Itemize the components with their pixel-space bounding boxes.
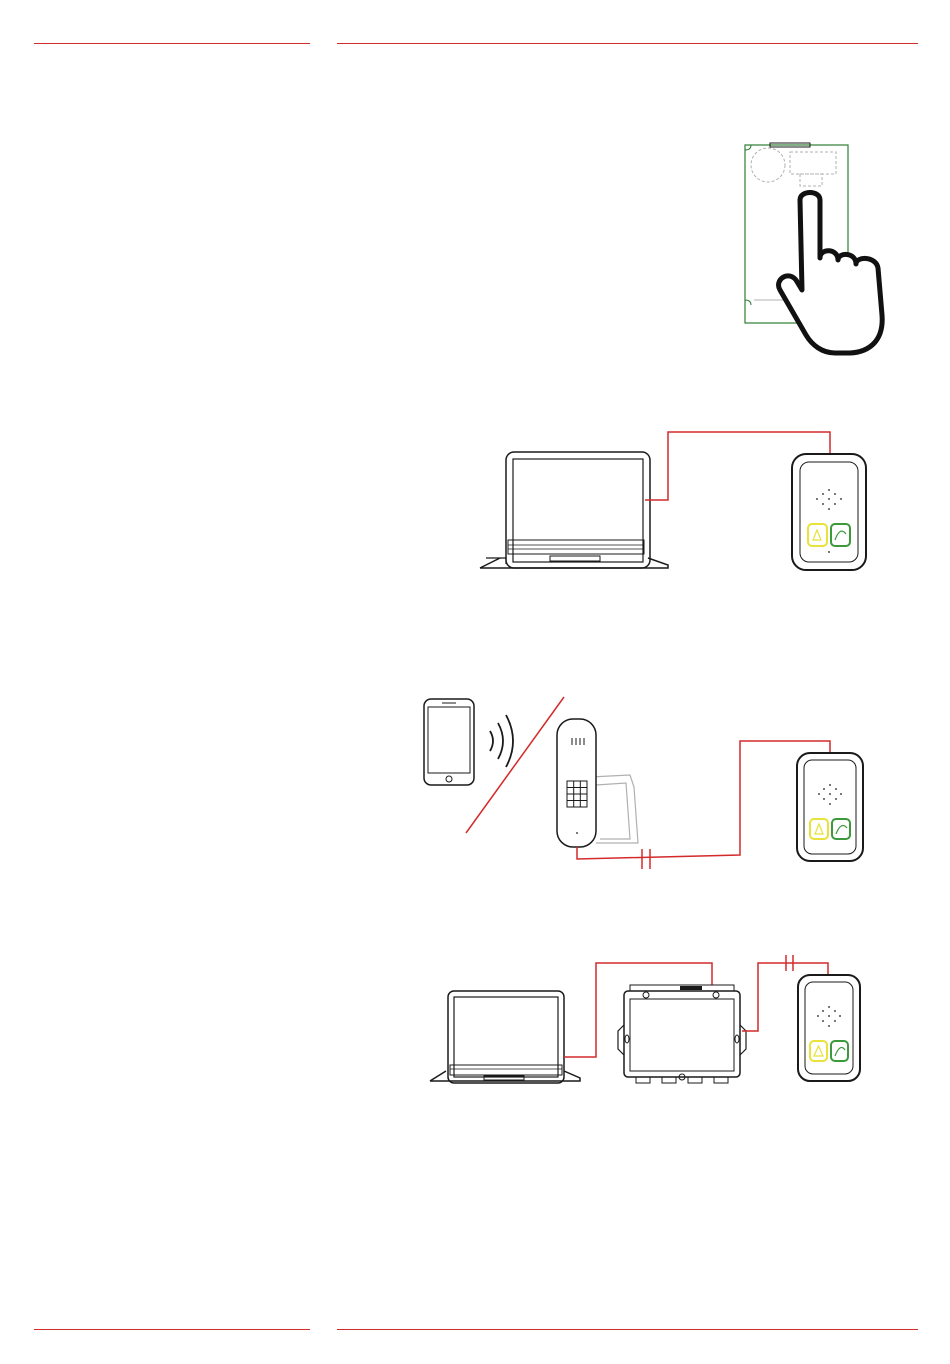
laptop-icon	[430, 991, 580, 1083]
header-rule-right	[337, 43, 918, 44]
wireless-signal-icon	[490, 715, 513, 767]
figure-laptop-controller	[430, 955, 870, 1087]
cable-line	[645, 432, 830, 500]
pointing-hand-icon	[779, 193, 883, 354]
header-rule-left	[34, 43, 310, 44]
strike-line	[466, 697, 564, 833]
intercom-panel-icon	[798, 975, 860, 1081]
cable-line	[564, 963, 712, 1057]
cable-line	[577, 741, 830, 859]
smartphone-icon	[424, 699, 474, 785]
footer-rule-left	[34, 1329, 310, 1330]
intercom-panel-icon	[797, 753, 863, 861]
figure-laptop-cable	[480, 428, 870, 578]
handset-cradle	[590, 775, 638, 843]
figure-touch-pcb	[740, 140, 890, 355]
controller-unit-icon	[618, 985, 746, 1083]
intercom-panel-icon	[792, 454, 866, 570]
laptop-icon	[480, 452, 668, 568]
figure-phone-handset	[420, 693, 870, 873]
handset-icon	[557, 719, 596, 847]
footer-rule-right	[337, 1329, 918, 1330]
cable-line	[742, 963, 828, 1031]
